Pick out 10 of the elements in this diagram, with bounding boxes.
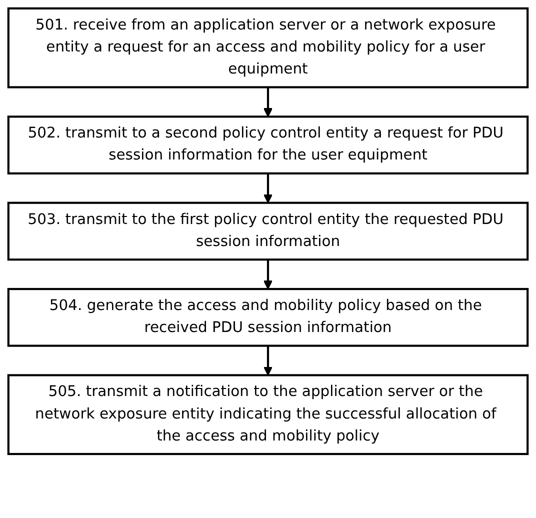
arrow [263,346,273,376]
node-box [7,202,529,261]
arrow [263,87,273,118]
arrow [263,173,273,204]
node-box [7,374,529,456]
arrow [263,260,273,290]
node-box [7,288,529,347]
node-box [7,116,529,174]
node-box [7,7,529,88]
flowchart: 501. receive from an application server or a network exposure entity a request for an access and mobility policy for a user equipment 502. transmit to a second policy control entity a request for PDU session information for the user equipment 503. transmit to the first policy control entity the requested PDU session information 504. generate the access and mobility policy based on the received PDU session information 505. transmit a notification to the application server or the network exposure entity indicating the successful allocation of the access and mobility policy [0,0,536,462]
